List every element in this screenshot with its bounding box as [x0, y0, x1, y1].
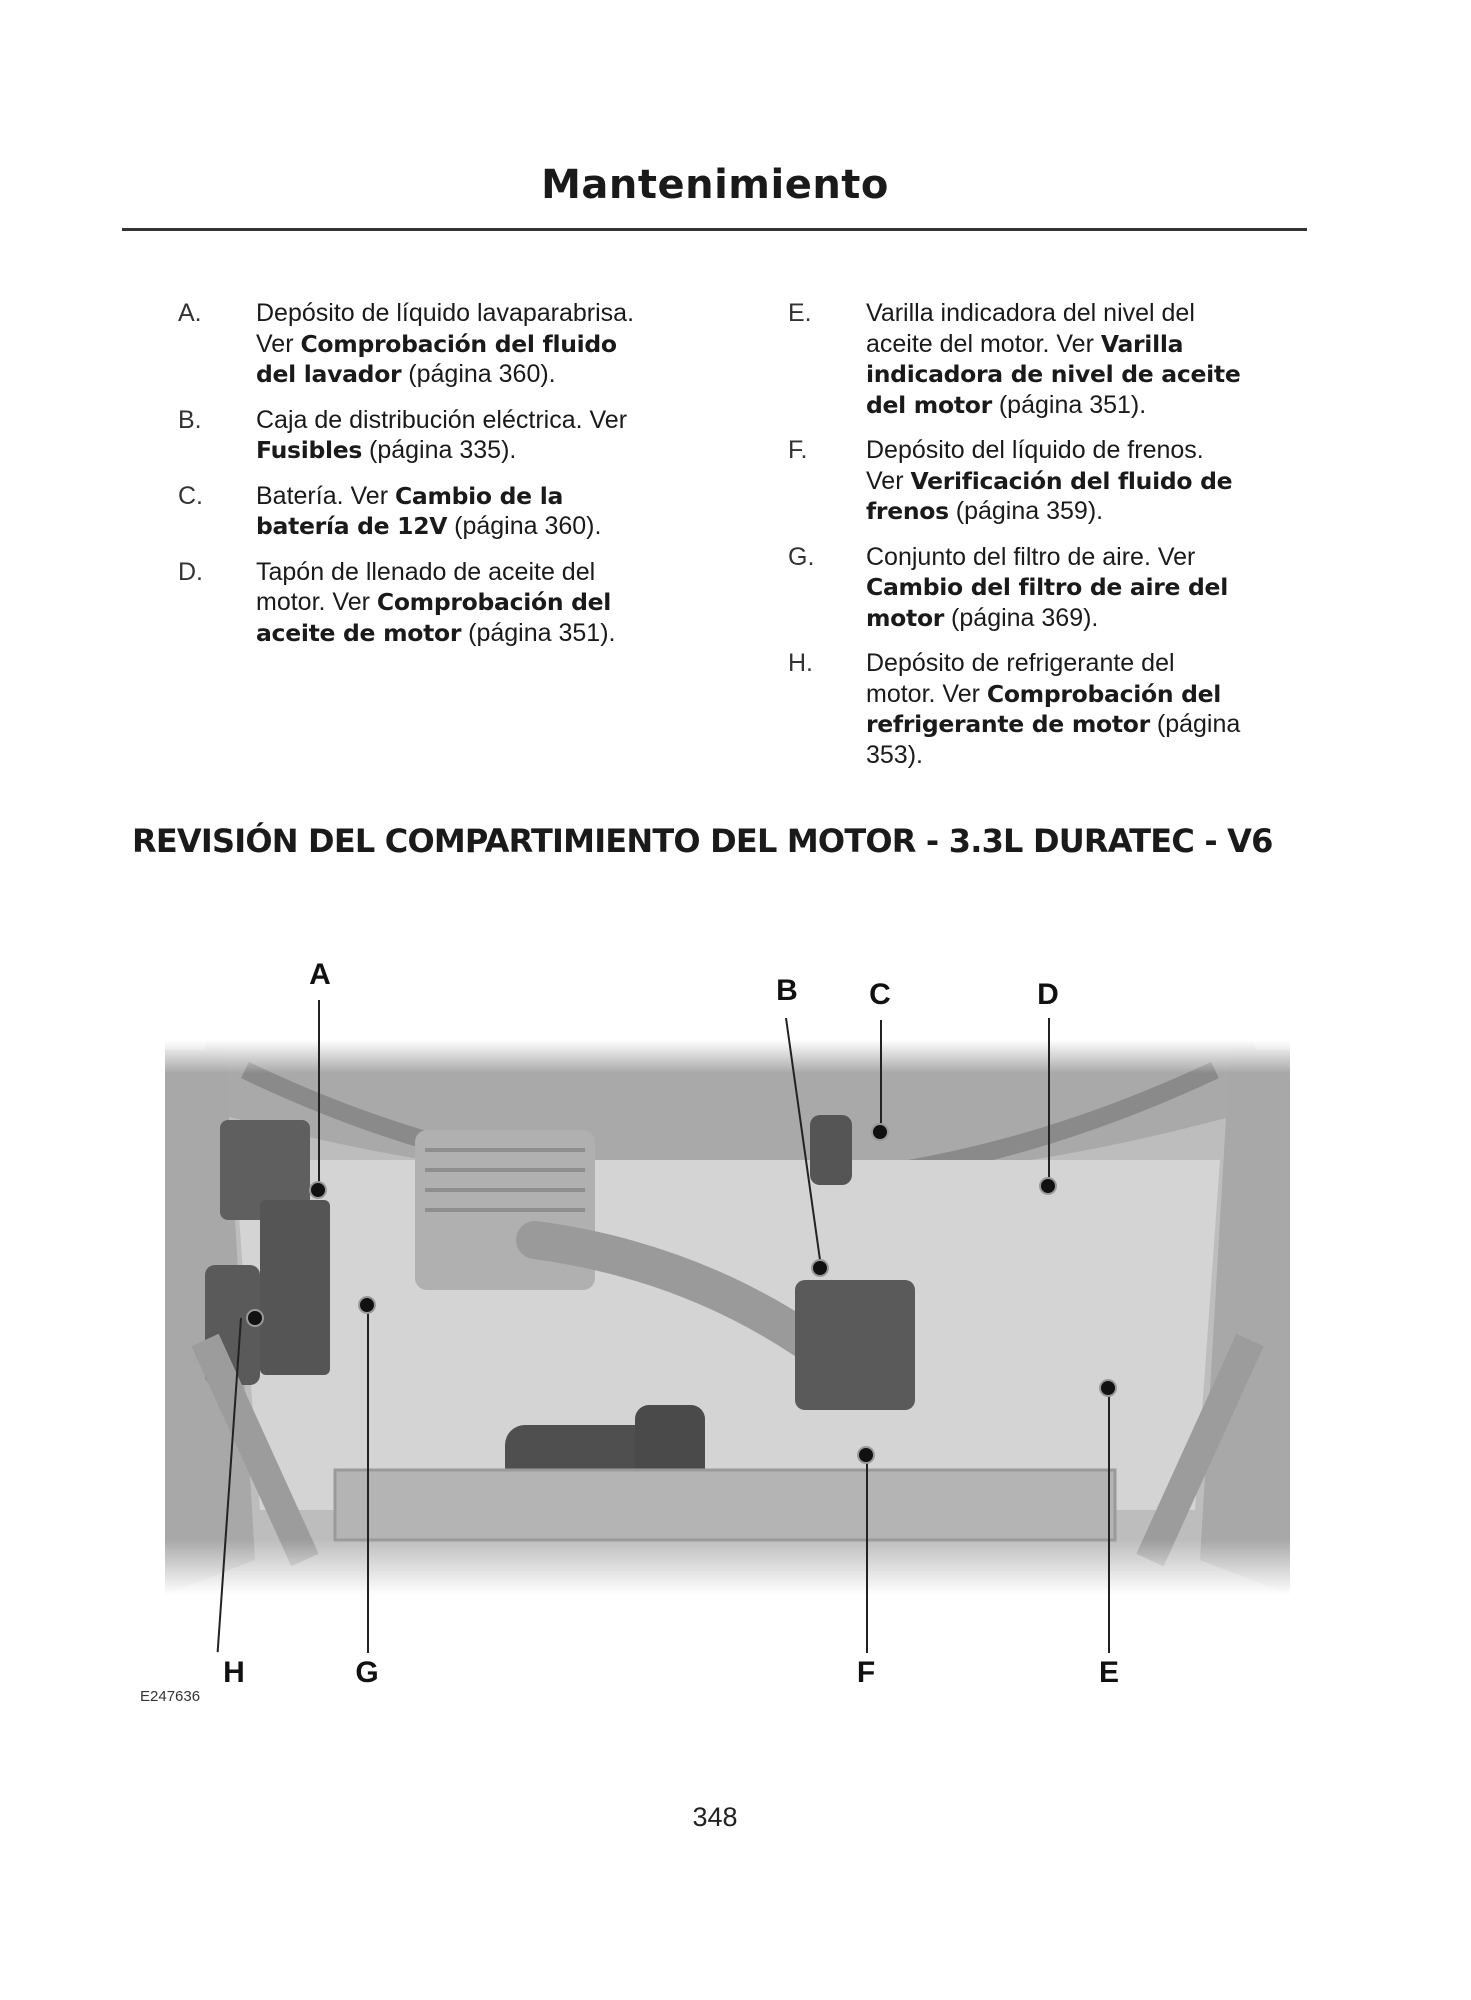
leader-line-e: [1108, 1388, 1110, 1653]
legend-item-d: D. Tapón de llenado de aceite del motor.…: [178, 557, 638, 649]
callout-label-a: A: [309, 958, 331, 991]
legend-link[interactable]: Fusibles: [256, 436, 363, 464]
legend-text: Varilla indicadora del nivel del aceite …: [866, 299, 1195, 358]
legend-text: Depósito de refrigerante del motor. Ver: [866, 649, 1175, 708]
legend-page-ref: (página 369).: [944, 603, 1099, 632]
legend-text: Depósito del líquido de frenos. Ver: [866, 436, 1204, 495]
callout-label-g: G: [355, 1656, 379, 1689]
section-heading: REVISIÓN DEL COMPARTIMIENTO DEL MOTOR - …: [132, 822, 1273, 860]
callout-label-c: C: [869, 978, 891, 1011]
legend-text: Tapón de llenado de aceite del motor. Ve…: [256, 557, 596, 617]
legend-link[interactable]: Comprobación del fluido del lavador: [256, 329, 617, 389]
leader-line-a: [318, 1000, 320, 1195]
callout-dot-c: [871, 1123, 889, 1141]
legend-link[interactable]: Comprobación del refrigerante de motor: [866, 679, 1222, 739]
legend-text: Depósito de líquido lavaparabrisa. Ver: [256, 299, 635, 358]
legend-letter: H.: [788, 649, 813, 677]
page-number: 348: [692, 1802, 738, 1832]
legend-letter: C.: [178, 481, 203, 510]
callout-label-b: B: [776, 974, 798, 1007]
legend-link[interactable]: Cambio del filtro de aire del motor: [866, 573, 1228, 632]
legend-link[interactable]: Varilla indicadora de nivel de aceite de…: [866, 329, 1241, 419]
callout-dot-f: [857, 1446, 875, 1464]
legend-item-b: B. Caja de distribución eléctrica. Ver F…: [178, 405, 638, 466]
legend-link[interactable]: Comprobación del aceite de motor: [256, 588, 612, 647]
legend-text: Conjunto del filtro de aire. Ver: [866, 542, 1196, 571]
legend-page-ref: (página 353).: [866, 710, 1241, 769]
leader-line-g: [367, 1305, 369, 1653]
legend-page-ref: (página 360).: [447, 512, 602, 540]
leader-line-c: [880, 1020, 882, 1135]
page-title: Mantenimiento: [541, 162, 889, 208]
legend-letter: G.: [788, 542, 815, 571]
legend-letter: F.: [788, 436, 808, 464]
legend-page-ref: (página 359).: [948, 497, 1104, 525]
callout-dot-a: [309, 1181, 327, 1199]
legend-page-ref: (página 351).: [991, 390, 1147, 419]
legend-text: Batería. Ver: [256, 481, 395, 510]
callout-dot-g: [358, 1296, 376, 1314]
leader-line-f: [866, 1455, 868, 1653]
callout-label-e: E: [1098, 1656, 1120, 1689]
legend-column-left: A. Depósito de líquido lavaparabrisa. Ve…: [178, 298, 638, 663]
engine-compartment-illustration: [165, 1040, 1290, 1595]
legend-page-ref: (página 351).: [461, 618, 616, 647]
callout-label-f: F: [856, 1656, 876, 1689]
legend-letter: D.: [178, 557, 203, 586]
callout-label-d: D: [1037, 978, 1059, 1011]
legend-link[interactable]: Verificación del fluido de frenos: [866, 466, 1233, 526]
legend-item-e: E. Varilla indicadora del nivel del acei…: [788, 298, 1248, 420]
legend-item-f: F. Depósito del líquido de frenos. Ver V…: [788, 435, 1248, 527]
legend-page-ref: (página 360).: [401, 360, 556, 388]
callout-dot-d: [1039, 1177, 1057, 1195]
leader-line-d: [1048, 1018, 1050, 1188]
legend-letter: B.: [178, 405, 202, 434]
callout-dot-b: [811, 1259, 829, 1277]
callout-dot-h: [246, 1309, 264, 1327]
legend-text: Caja de distribución eléctrica. Ver: [256, 405, 628, 434]
legend-item-a: A. Depósito de líquido lavaparabrisa. Ve…: [178, 298, 638, 390]
legend-item-h: H. Depósito de refrigerante del motor. V…: [788, 648, 1248, 770]
legend-letter: E.: [788, 299, 812, 327]
legend-page-ref: (página 335).: [362, 436, 517, 464]
callout-label-h: H: [223, 1656, 245, 1689]
legend-item-c: C. Batería. Ver Cambio de la batería de …: [178, 481, 638, 542]
legend-item-g: G. Conjunto del filtro de aire. Ver Camb…: [788, 542, 1248, 634]
legend-link[interactable]: Cambio de la batería de 12V: [256, 481, 564, 541]
callout-dot-e: [1099, 1379, 1117, 1397]
legend-letter: A.: [178, 299, 202, 327]
header-rule: [122, 228, 1307, 231]
figure-code: E247636: [140, 1688, 201, 1705]
legend-column-right: E. Varilla indicadora del nivel del acei…: [788, 298, 1248, 785]
